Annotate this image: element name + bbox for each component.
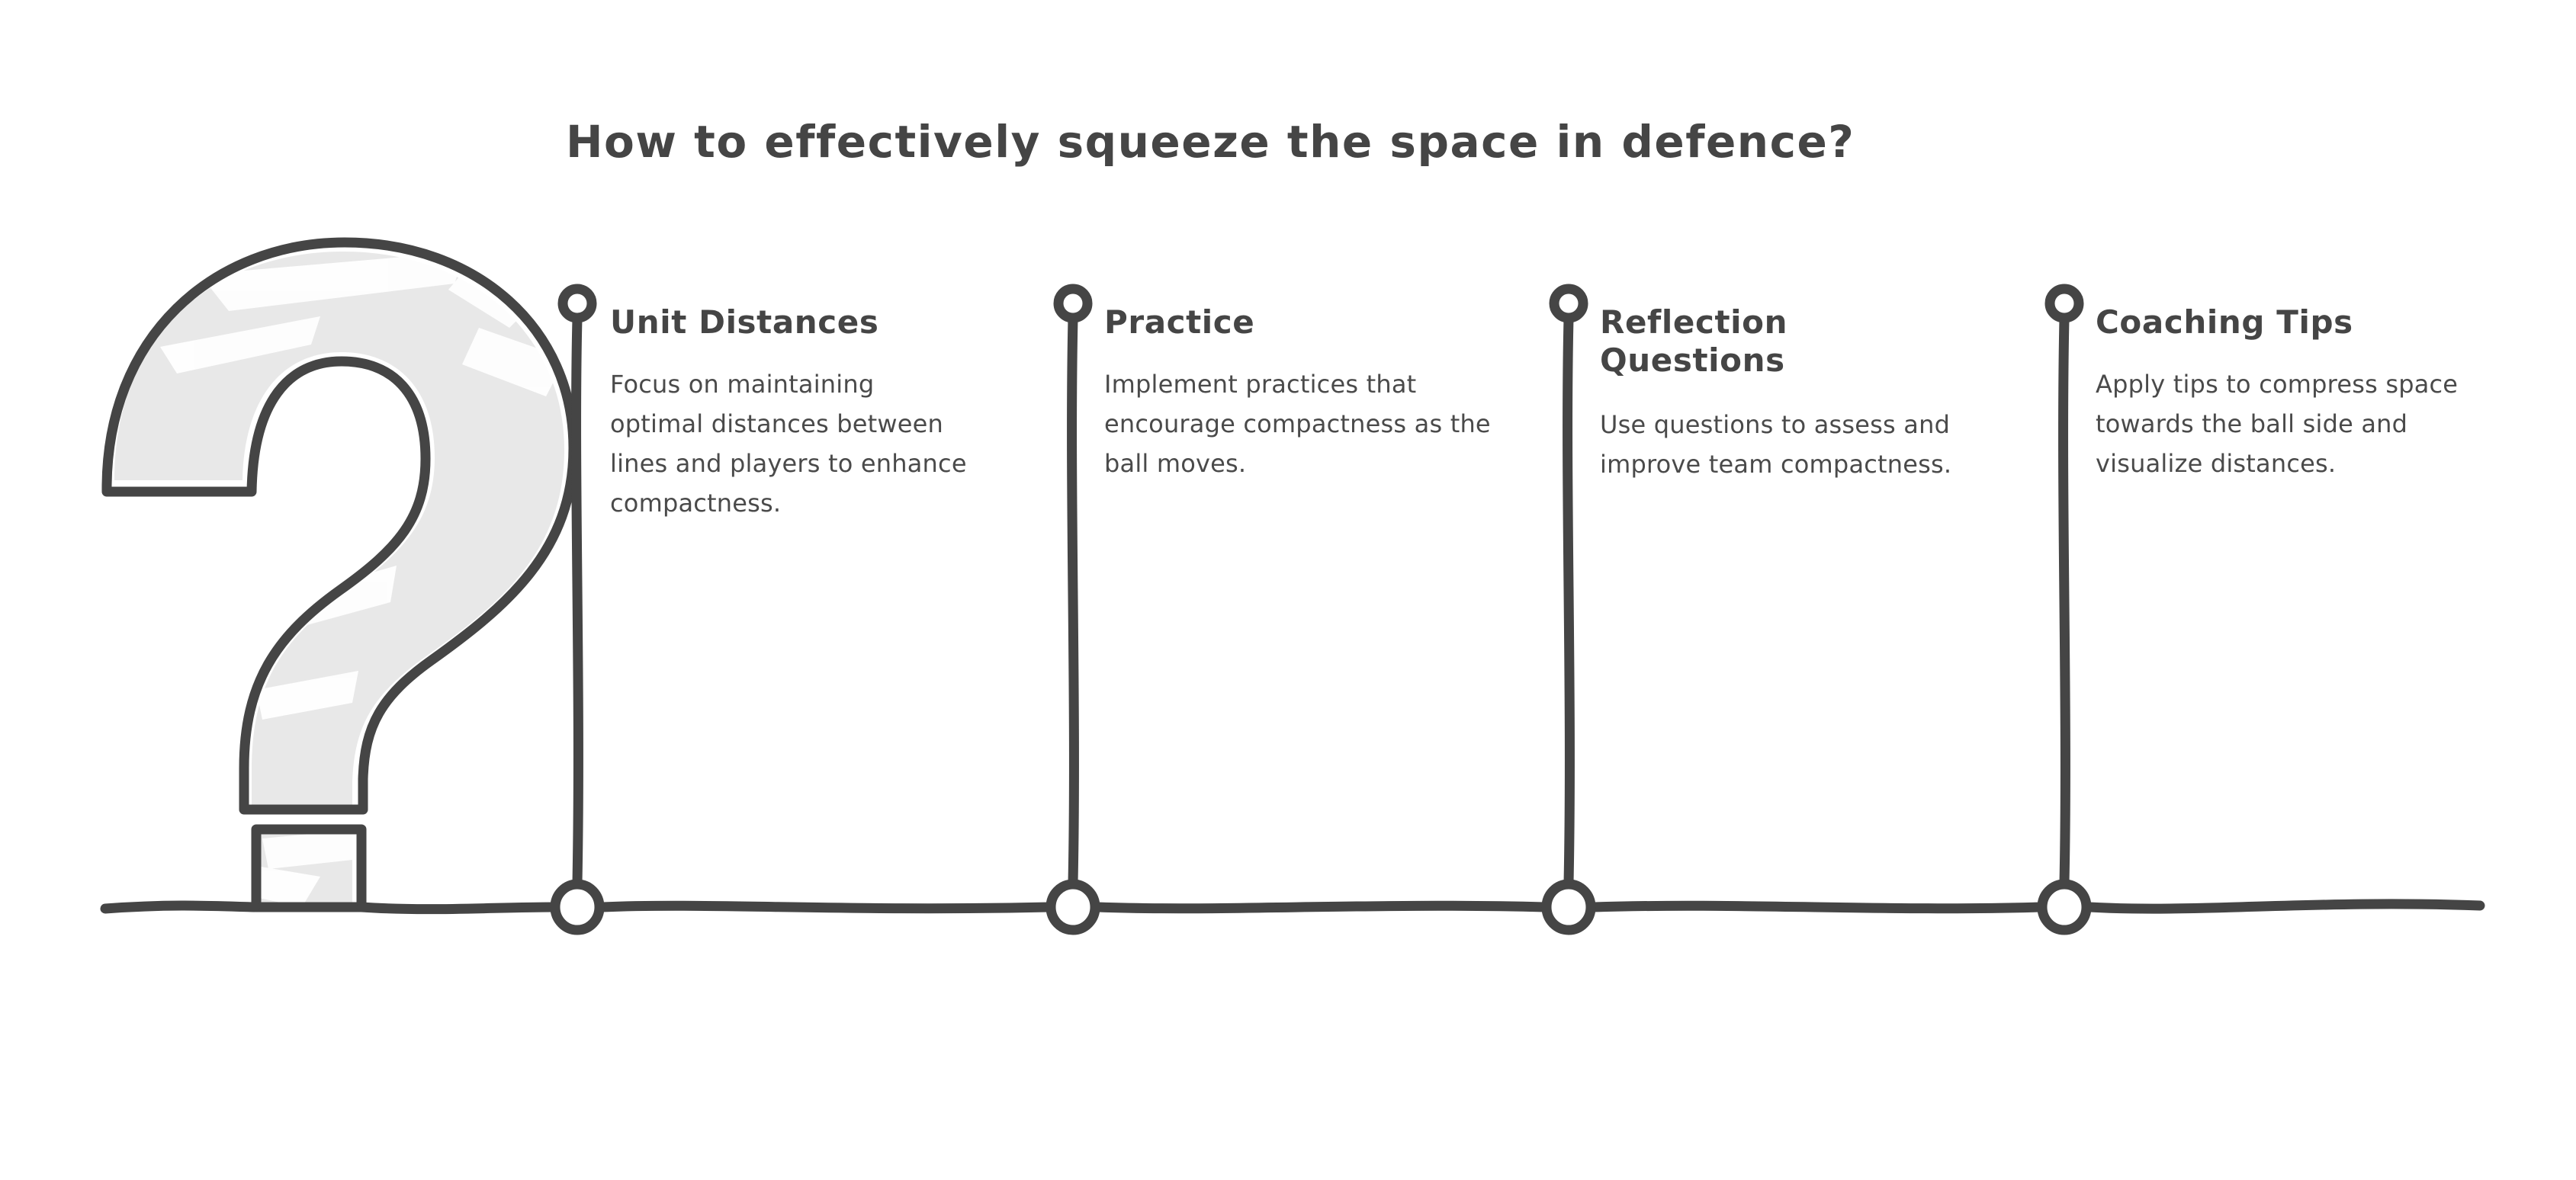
timeline-item-1: Unit Distances Focus on maintaining opti… [610,303,972,523]
timeline-item-4: Coaching Tips Apply tips to compress spa… [2096,303,2492,483]
timeline-item-body: Use questions to assess and improve team… [1600,410,1952,479]
timeline-item-body: Implement practices that encourage compa… [1104,369,1491,478]
timeline-item-heading: Practice [1104,303,1255,341]
question-mark-illustration [101,237,579,912]
timeline-item-2: Practice Implement practices that encour… [1104,303,1508,483]
timeline-marker-2[interactable] [1045,284,1100,935]
timeline-marker-3[interactable] [1541,284,1596,935]
timeline-item-body: Focus on maintaining optimal distances b… [610,369,967,518]
timeline-item-body: Apply tips to compress space towards the… [2096,369,2459,478]
timeline-item-heading: Reflection Questions [1600,303,1788,379]
page-title: How to effectively squeeze the space in … [566,116,1855,168]
timeline-item-heading: Unit Distances [610,303,879,341]
timeline-item-3: Reflection Questions Use questions to as… [1600,303,1981,484]
timeline-marker-1[interactable] [550,284,605,935]
timeline-baseline [100,899,2485,915]
timeline-marker-4[interactable] [2037,284,2092,935]
timeline-item-heading: Coaching Tips [2096,303,2353,341]
